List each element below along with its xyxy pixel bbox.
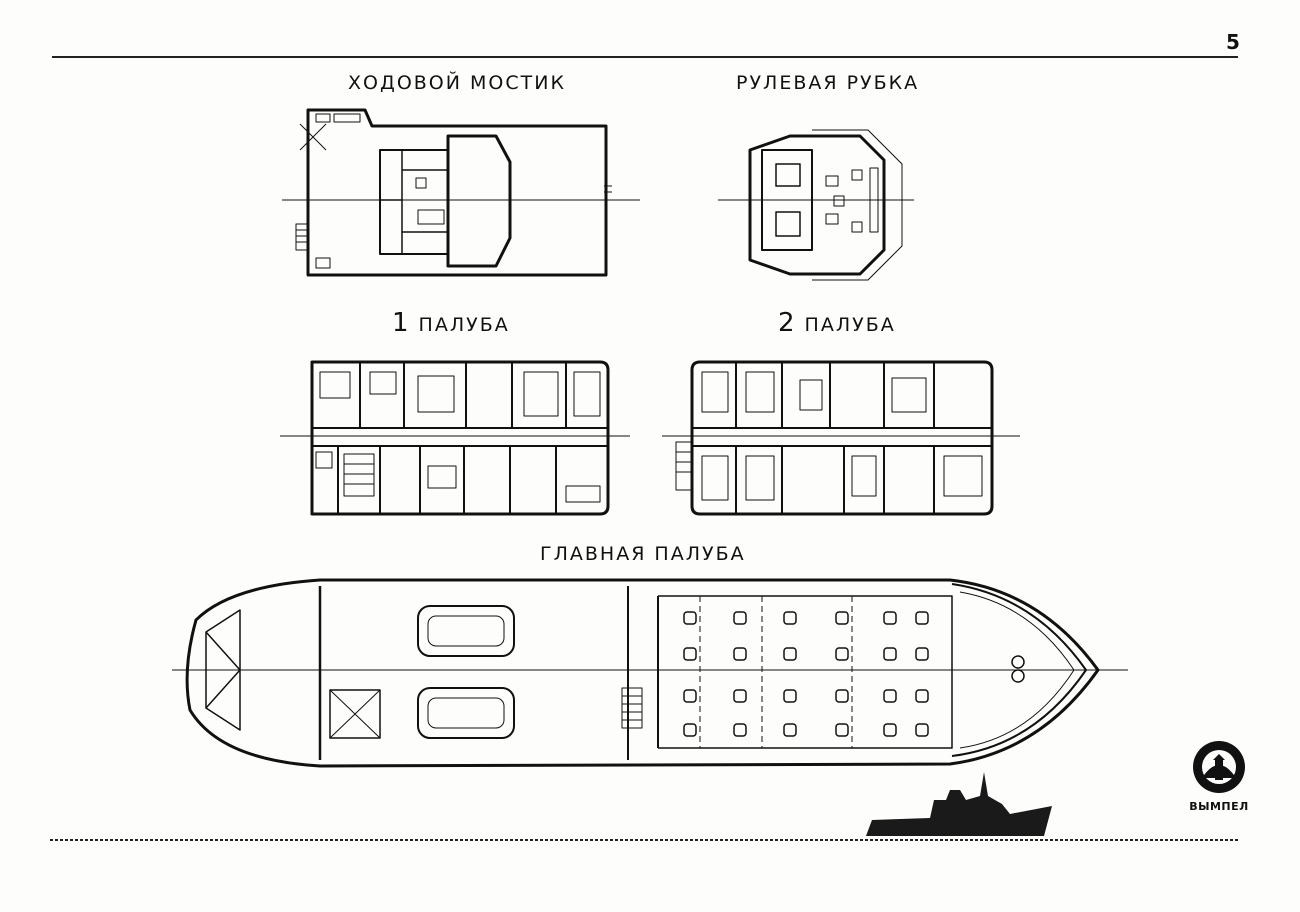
- hatch: [883, 689, 897, 703]
- deck1-title: 1 ПАЛУБА: [392, 308, 510, 338]
- main-deck-plan: [172, 578, 1128, 768]
- hatch: [915, 689, 929, 703]
- deck2-title: 2 ПАЛУБА: [778, 308, 896, 338]
- hatch: [733, 689, 747, 703]
- deck1-word: ПАЛУБА: [418, 314, 510, 336]
- hatch: [915, 723, 929, 737]
- hatch: [835, 689, 849, 703]
- hatch: [835, 647, 849, 661]
- top-rule: [52, 56, 1238, 58]
- logo-text: ВЫМПЕЛ: [1189, 800, 1249, 813]
- wheelhouse-plan: [718, 129, 914, 281]
- hatch: [883, 723, 897, 737]
- main-deck-title: ГЛАВНАЯ ПАЛУБА: [540, 543, 746, 565]
- hatch: [783, 647, 797, 661]
- deck2-word: ПАЛУБА: [804, 314, 896, 336]
- hatch: [783, 723, 797, 737]
- hatch: [835, 611, 849, 625]
- hatch: [683, 611, 697, 625]
- hatch: [915, 647, 929, 661]
- hatch: [683, 689, 697, 703]
- hatch: [883, 611, 897, 625]
- vympel-emblem-icon: [1193, 741, 1245, 793]
- hatch: [733, 611, 747, 625]
- hatch: [733, 647, 747, 661]
- hatch: [883, 647, 897, 661]
- ship-silhouette: [50, 772, 1240, 841]
- hatch: [683, 723, 697, 737]
- deck1-number: 1: [392, 308, 409, 338]
- hatch: [783, 611, 797, 625]
- hatch: [683, 647, 697, 661]
- hatch: [733, 723, 747, 737]
- deck2-plan: [662, 360, 1020, 516]
- page-number: 5: [1226, 30, 1240, 54]
- bridge-plan: [282, 108, 640, 277]
- bridge-title: ХОДОВОЙ МОСТИК: [348, 72, 566, 94]
- vympel-logo: ВЫМПЕЛ: [1188, 736, 1250, 813]
- wheelhouse-title: РУЛЕВАЯ РУБКА: [736, 72, 920, 94]
- hatch: [835, 723, 849, 737]
- deck2-number: 2: [778, 308, 795, 338]
- hatch: [783, 689, 797, 703]
- hatch: [915, 611, 929, 625]
- main-deck-hatches: [683, 611, 929, 737]
- deck1-plan: [280, 360, 630, 516]
